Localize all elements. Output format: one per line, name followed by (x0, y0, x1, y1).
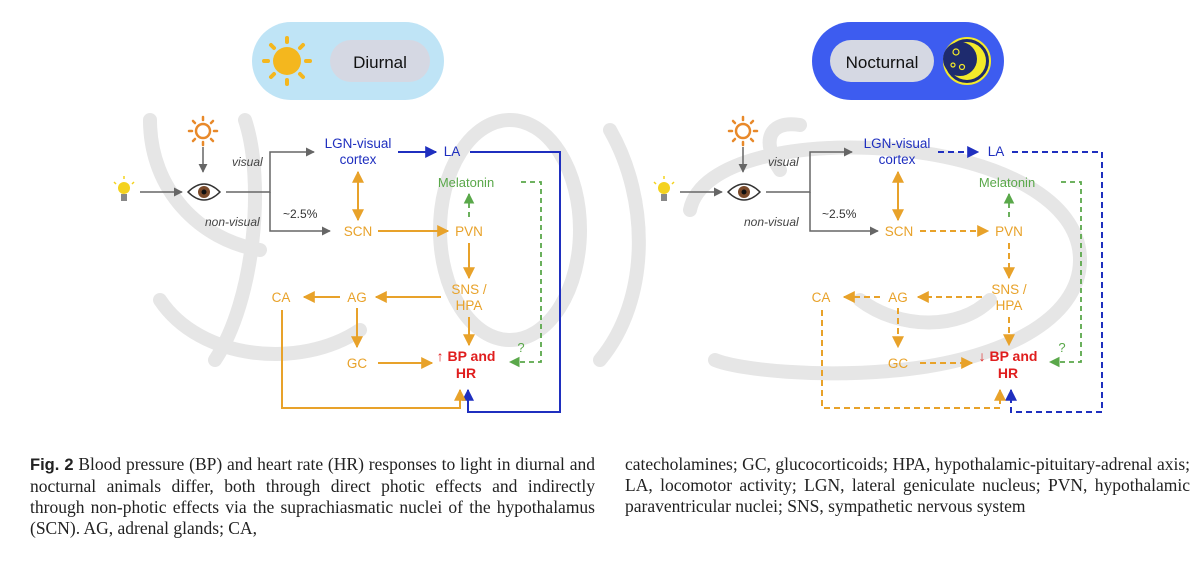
nocturnal-visual-label: visual (768, 155, 799, 169)
nocturnal-percent-label: ~2.5% (822, 207, 857, 221)
diurnal-title: Diurnal (353, 53, 407, 72)
nocturnal-question: ? (1058, 340, 1065, 355)
nocturnal-bp-line2: HR (998, 365, 1018, 381)
diurnal-scn: SCN (344, 224, 373, 239)
eye-icon (726, 183, 762, 201)
nocturnal-title-box (830, 40, 934, 82)
nocturnal-sns-line2: HPA (996, 298, 1023, 313)
figure-diagram: Diurnal (113, 22, 1103, 413)
nocturnal-panel: Nocturnal (653, 22, 1103, 413)
diurnal-lgn-line2: cortex (340, 152, 377, 167)
diurnal-lgn-line1: LGN-visual (325, 136, 392, 151)
diurnal-panel: Diurnal (113, 22, 646, 413)
diurnal-gc: GC (347, 356, 368, 371)
diurnal-question: ? (517, 340, 524, 355)
sun-icon (262, 36, 312, 86)
nocturnal-watermark (683, 117, 1088, 381)
nocturnal-pvn: PVN (995, 224, 1023, 239)
nocturnal-lgn-line1: LGN-visual (864, 136, 931, 151)
diurnal-ag: AG (347, 290, 367, 305)
diurnal-watermark (143, 113, 646, 367)
nocturnal-sns-line1: SNS / (991, 282, 1027, 297)
nocturnal-ag: AG (888, 290, 908, 305)
nocturnal-lgn-line2: cortex (879, 152, 916, 167)
diurnal-ca: CA (272, 290, 291, 305)
figure-label: Fig. 2 (30, 456, 74, 474)
caption-left-text: Blood pressure (BP) and heart rate (HR) … (30, 454, 596, 538)
nocturnal-melatonin: Melatonin (979, 175, 1035, 190)
nocturnal-bp-line1: ↓ BP and (979, 348, 1038, 364)
moon-icon (943, 37, 991, 85)
nocturnal-nonvisual-label: non-visual (744, 215, 799, 229)
diurnal-sns-line2: HPA (456, 298, 483, 313)
nocturnal-ca: CA (812, 290, 831, 305)
diurnal-nonvisual-label: non-visual (205, 215, 260, 229)
diurnal-percent-label: ~2.5% (283, 207, 318, 221)
diurnal-title-box (330, 40, 430, 82)
diurnal-sns-line1: SNS / (451, 282, 487, 297)
light-bulb-icon (113, 176, 135, 201)
diurnal-visual-label: visual (232, 155, 263, 169)
small-sun-icon (727, 115, 759, 147)
small-sun-icon (187, 115, 219, 147)
diurnal-la: LA (444, 144, 461, 159)
nocturnal-scn: SCN (885, 224, 914, 239)
caption-right-text: catecholamines; GC, glucocorticoids; HPA… (625, 454, 1190, 516)
caption-left-column: Fig. 2 Blood pressure (BP) and heart rat… (30, 454, 595, 539)
diurnal-melatonin: Melatonin (438, 175, 494, 190)
light-bulb-icon (653, 176, 675, 201)
nocturnal-la: LA (988, 144, 1005, 159)
eye-icon (186, 183, 222, 201)
nocturnal-title: Nocturnal (846, 53, 919, 72)
nocturnal-gc: GC (888, 356, 909, 371)
diurnal-pvn: PVN (455, 224, 483, 239)
diurnal-bp-line1: ↑ BP and (437, 348, 496, 364)
diurnal-bp-line2: HR (456, 365, 476, 381)
caption-right-column: catecholamines; GC, glucocorticoids; HPA… (625, 454, 1190, 517)
